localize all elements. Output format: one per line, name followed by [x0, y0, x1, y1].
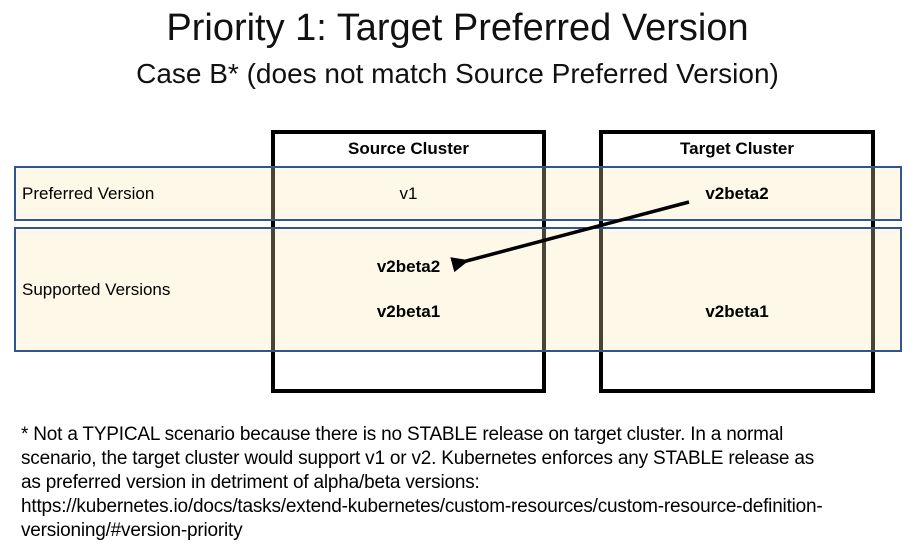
box-border-through-band	[599, 229, 603, 350]
source-supported-version-2: v2beta1	[376, 302, 441, 321]
source-supported-version-1: v2beta2	[376, 257, 441, 276]
target-preferred-version-value: v2beta2	[705, 184, 769, 203]
target-supported-version-1: v2beta1	[705, 302, 769, 321]
box-border-through-band	[271, 168, 275, 219]
source-cluster-header: Source Cluster	[348, 139, 469, 158]
supported-versions-row	[14, 227, 902, 352]
box-border-through-band	[871, 168, 875, 219]
box-border-through-band	[871, 229, 875, 350]
box-border-through-band	[599, 168, 603, 219]
preferred-version-label: Preferred Version	[22, 184, 155, 203]
box-border-through-band	[542, 229, 546, 350]
supported-versions-label: Supported Versions	[22, 280, 171, 299]
slide-subtitle: Case B* (does not match Source Preferred…	[136, 58, 779, 89]
source-preferred-version-value: v1	[399, 184, 418, 203]
footnote-text: * Not a TYPICAL scenario because there i…	[21, 424, 823, 541]
target-cluster-header: Target Cluster	[680, 139, 794, 158]
box-border-through-band	[271, 229, 275, 350]
slide-title: Priority 1: Target Preferred Version	[166, 7, 749, 49]
box-border-through-band	[542, 168, 546, 219]
